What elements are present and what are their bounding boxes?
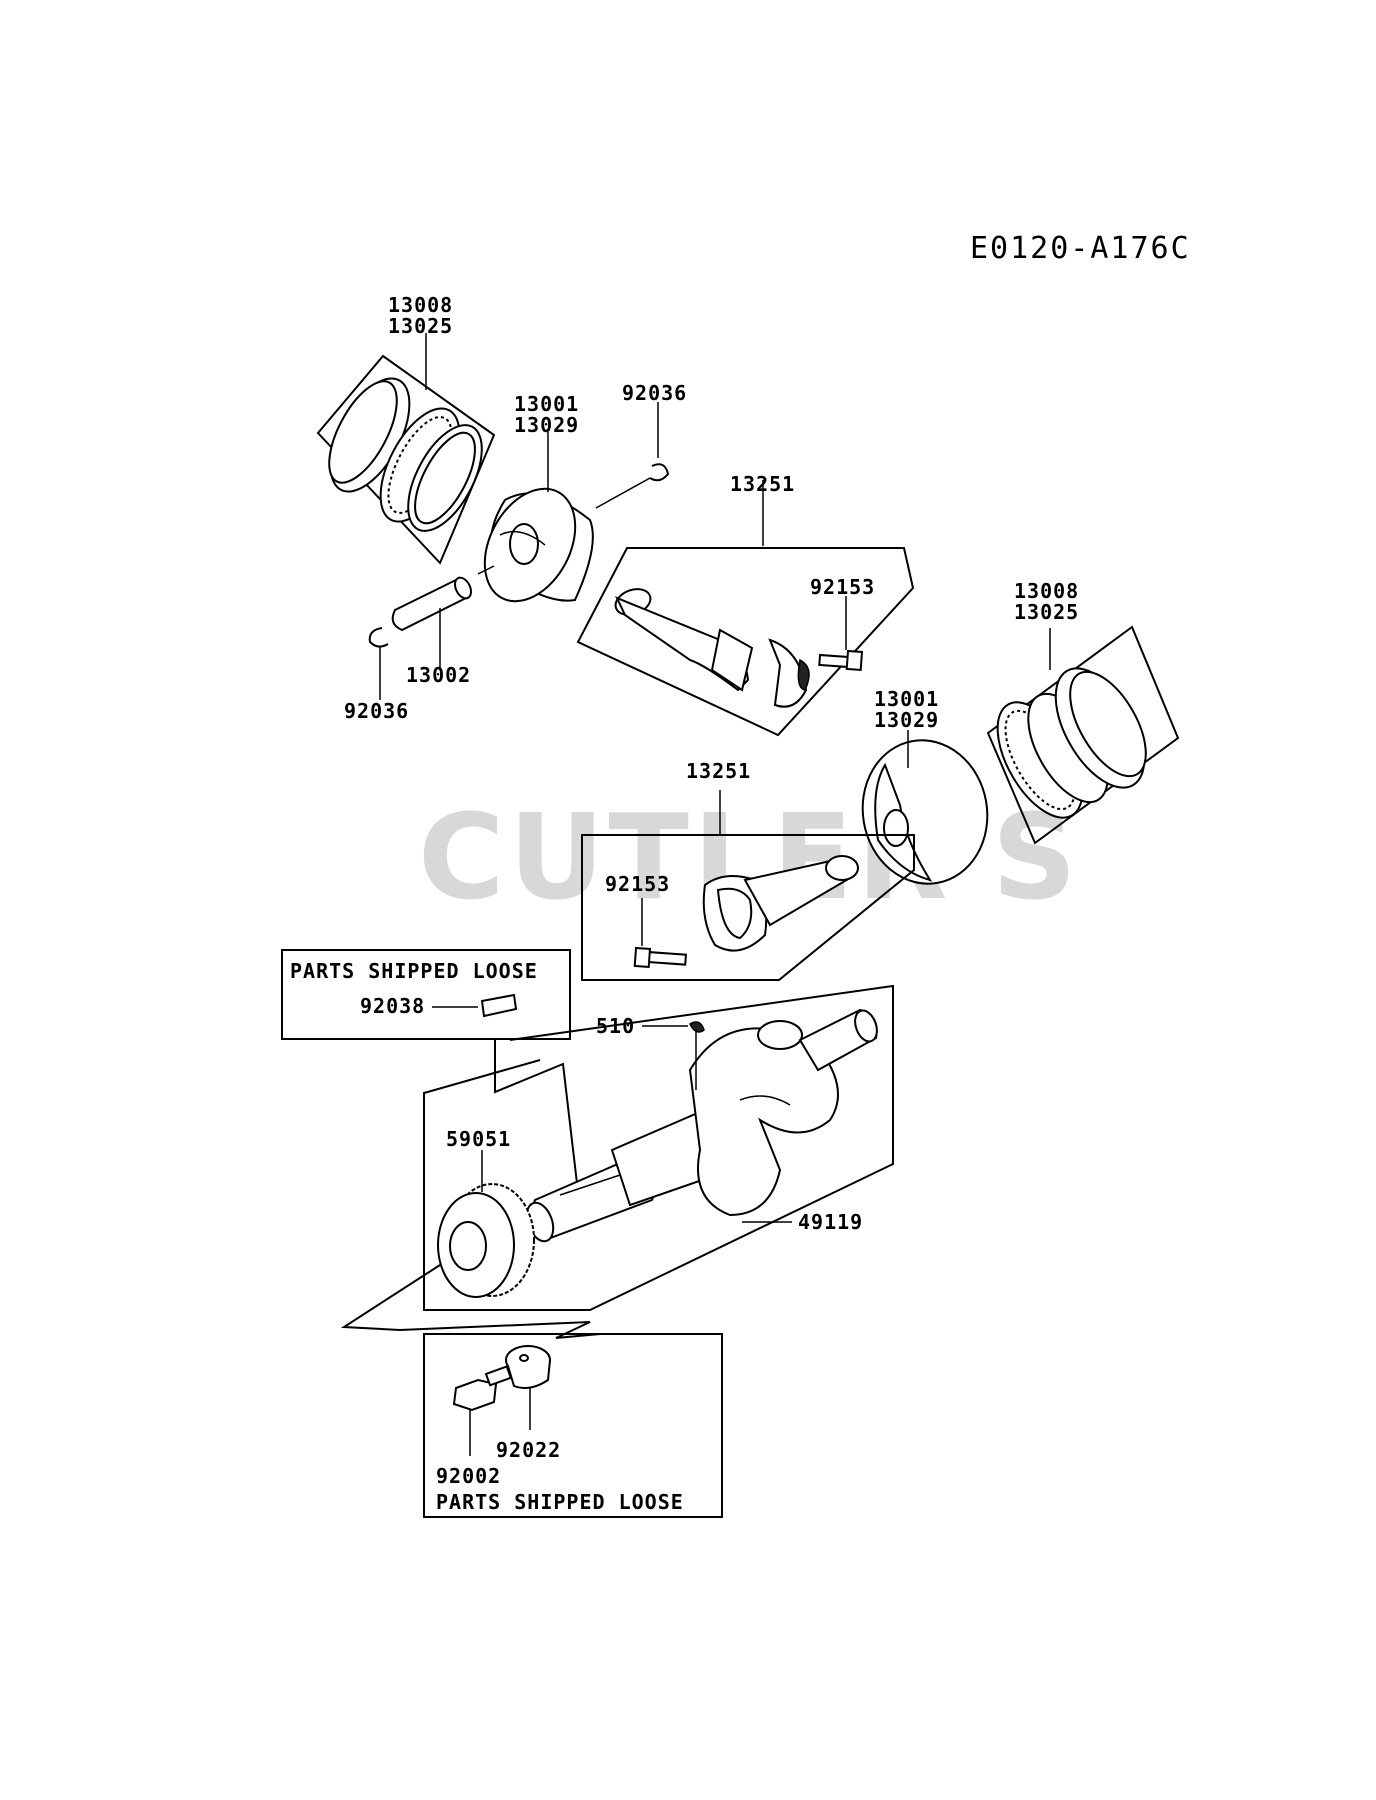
rod-box-lower: [581, 834, 915, 981]
clip-upper[interactable]: [649, 463, 670, 482]
crankshaft-box: [423, 984, 894, 1311]
loose-parts-note-bottom: PARTS SHIPPED LOOSE: [436, 1490, 684, 1514]
piston-ring-set-lower[interactable]: [980, 625, 1180, 845]
label-92022: 92022: [496, 1438, 561, 1462]
label-92002: 92002: [436, 1464, 501, 1488]
key-92038[interactable]: [480, 993, 518, 1018]
label-13008-upper: 13008: [388, 293, 453, 317]
label-92036-upper: 92036: [622, 381, 687, 405]
label-13002: 13002: [406, 663, 471, 687]
label-59051: 59051: [446, 1127, 511, 1151]
label-13029-upper: 13029: [514, 413, 579, 437]
label-13001-lower: 13001: [874, 687, 939, 711]
label-13251-lower: 13251: [686, 759, 751, 783]
bolt-92002[interactable]: [452, 1365, 513, 1412]
crankshaft[interactable]: [522, 1008, 881, 1245]
label-13025-upper: 13025: [388, 314, 453, 338]
label-13025-lower: 13025: [1014, 600, 1079, 624]
connecting-rod-upper[interactable]: [612, 585, 864, 708]
piston-pin[interactable]: [391, 575, 475, 632]
label-92038: 92038: [360, 994, 425, 1018]
loose-parts-box-top: [281, 949, 571, 1040]
label-13251-upper: 13251: [730, 472, 795, 496]
label-13008-lower: 13008: [1014, 579, 1079, 603]
gear-59051[interactable]: [437, 1183, 535, 1298]
label-92036-lower: 92036: [344, 699, 409, 723]
label-13001-upper: 13001: [514, 392, 579, 416]
connecting-rod-lower[interactable]: [633, 855, 859, 969]
diagram-code: E0120-A176C: [970, 231, 1191, 266]
loose-parts-note-top: PARTS SHIPPED LOOSE: [290, 959, 538, 983]
label-92153-upper: 92153: [810, 575, 875, 599]
label-92153-lower: 92153: [605, 872, 670, 896]
piston-ring-set-upper[interactable]: [314, 354, 497, 565]
label-510: 510: [596, 1014, 635, 1038]
rod-box-upper: [576, 547, 915, 737]
piston-upper[interactable]: [467, 473, 594, 617]
loose-parts-box-bottom: [423, 1333, 723, 1518]
piston-lower[interactable]: [851, 730, 998, 893]
washer-92022[interactable]: [505, 1345, 551, 1389]
label-13029-lower: 13029: [874, 708, 939, 732]
label-49119: 49119: [798, 1210, 863, 1234]
clip-lower[interactable]: [368, 627, 389, 648]
